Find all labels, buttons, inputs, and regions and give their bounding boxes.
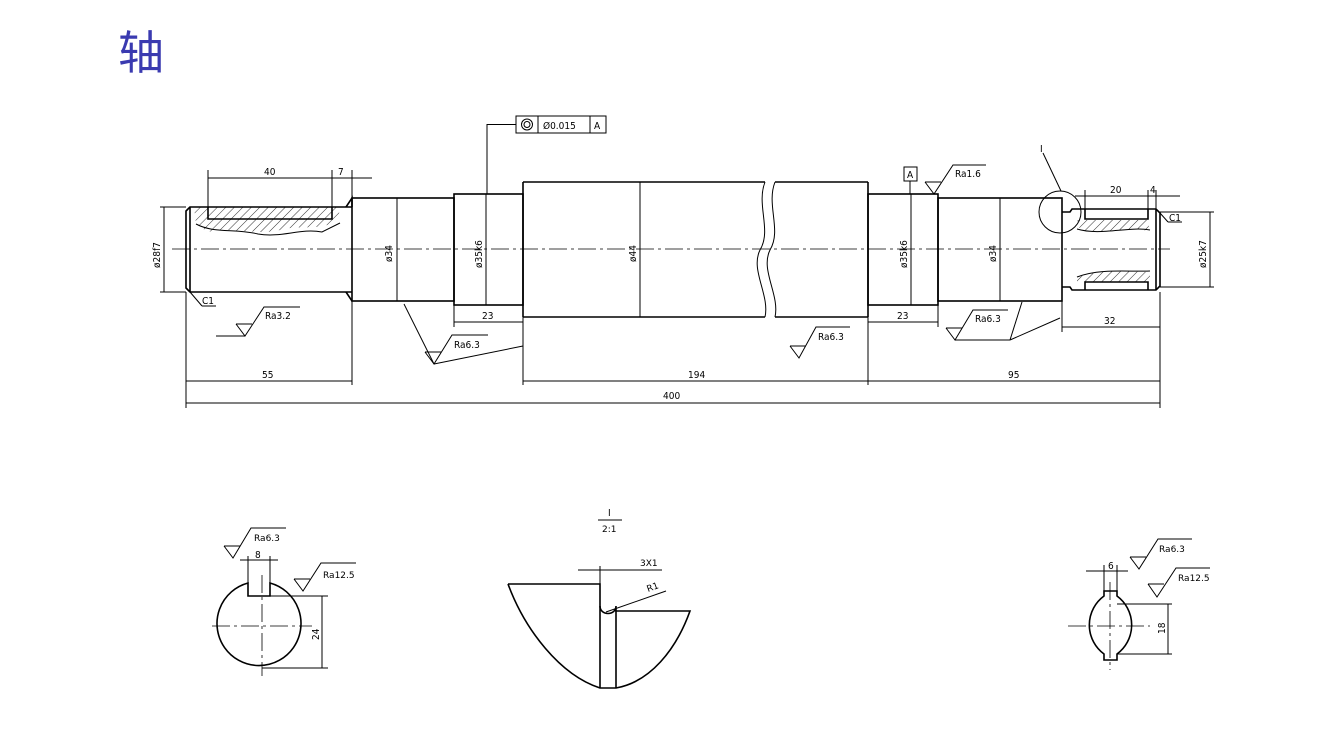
svg-text:Ra12.5: Ra12.5 [1178,574,1210,584]
segment-dia25 [1062,208,1161,291]
segment-dia35-left [453,193,524,306]
dim-dia35-right: ø35k6 [899,240,910,268]
key-depth-24: 24 [311,628,322,640]
keyway-right-top [1084,209,1149,220]
geometric-tolerance-frame: Ø0.015 A [486,115,607,194]
keyway-left-hatch [194,207,340,232]
key-width-6: 6 [1108,561,1114,572]
radius-r1: R1 [646,581,661,594]
key-width-8: 8 [255,550,261,561]
dim-4: 4 [1150,185,1156,196]
dim-dia25: ø25k7 [1198,240,1209,268]
dim-23-left: 23 [482,311,493,322]
section-view-left: 8 24 Ra6.3 Ra12.5 [212,527,356,676]
segment-dia34-left [351,197,455,302]
detail-label: I [608,508,611,519]
roughness-ra32: Ra3.2 [216,306,300,337]
dim-dia28: ø28f7 [152,242,163,268]
section-view-right: 6 18 Ra6.3 Ra12.5 [1068,538,1210,670]
dim-dia44: ø44 [628,245,639,262]
dim-40: 40 [264,167,276,178]
svg-text:Ra3.2: Ra3.2 [265,311,291,322]
sec2-roughness-ra63: Ra6.3 [1129,538,1192,570]
dim-dia34-left: ø34 [384,245,395,262]
dim-7: 7 [338,167,344,178]
tolerance-value: Ø0.015 [543,120,576,132]
keyway-right-bottom [1084,281,1149,290]
dim-23-right: 23 [897,311,908,322]
chamfer-c1-left: C1 [202,296,214,307]
chamfer-c1-right: C1 [1169,213,1181,224]
dim-dia35-left: ø35k6 [474,240,485,268]
datum-label: A [907,170,914,181]
sec1-roughness-ra125: Ra12.5 [293,562,356,592]
concentricity-icon [521,118,533,131]
dim-55: 55 [262,370,273,381]
detail-callout: I [1040,144,1043,155]
chamfer-3x1: 3X1 [640,559,658,569]
tolerance-datum: A [594,121,601,132]
svg-text:Ra1.6: Ra1.6 [955,169,981,180]
svg-text:Ra6.3: Ra6.3 [454,340,480,351]
svg-text:Ra12.5: Ra12.5 [323,571,355,581]
dim-95: 95 [1008,370,1019,381]
shaft-main-view: I ø28f7 ø34 ø35k6 ø44 ø35k6 ø34 ø25k7 40… [152,115,1214,408]
segment-dia44 [522,181,869,318]
roughness-ra63-left: Ra6.3 [403,303,524,365]
dim-400: 400 [663,391,680,402]
svg-text:Ra6.3: Ra6.3 [818,332,844,343]
detail-view-i: I 2:1 3X1 R1 [507,508,692,689]
dim-194: 194 [688,370,705,381]
dim-dia34-right: ø34 [988,245,999,262]
dim-32: 32 [1104,316,1115,327]
page-title: 轴 [118,26,164,80]
detail-scale: 2:1 [602,525,616,535]
svg-text:Ra6.3: Ra6.3 [975,314,1001,325]
dim-20: 20 [1110,185,1122,196]
roughness-ra16: Ra1.6 [924,164,986,195]
roughness-ra63-right: Ra6.3 [945,301,1061,341]
svg-text:Ra6.3: Ra6.3 [254,534,280,544]
sec2-roughness-ra125: Ra12.5 [1147,567,1210,598]
sec1-roughness-ra63: Ra6.3 [223,527,286,559]
roughness-ra63-mid: Ra6.3 [789,326,850,359]
svg-text:Ra6.3: Ra6.3 [1159,545,1185,555]
key-depth-18: 18 [1157,622,1168,634]
detail-circle [1038,190,1082,234]
